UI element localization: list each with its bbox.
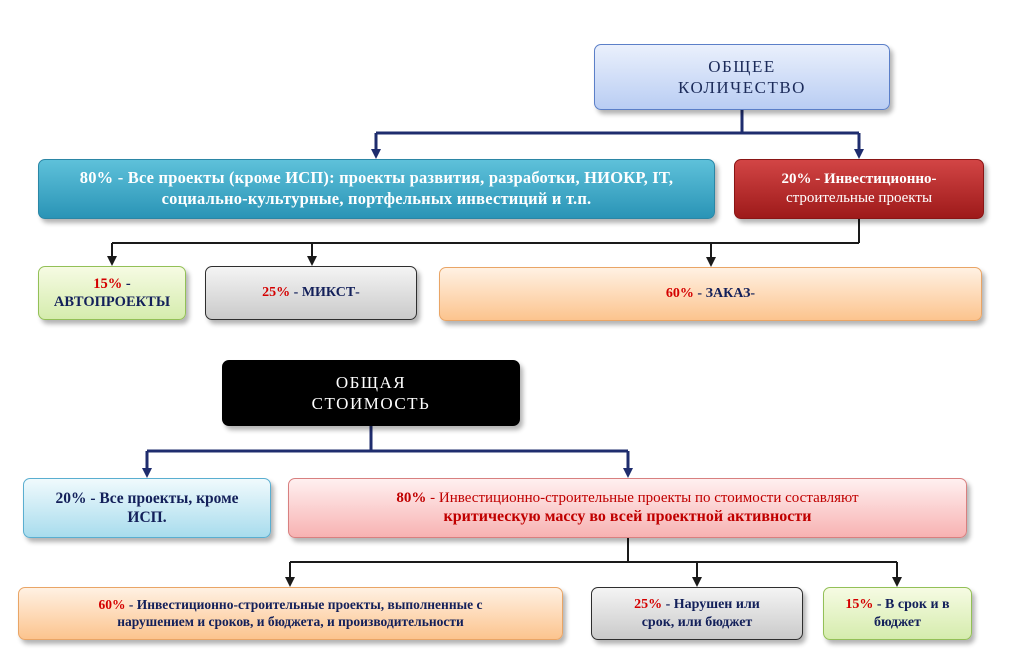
violated-one-text1: - Нарушен или: [662, 597, 760, 612]
on-time-line1: 15% - В срок и в: [845, 596, 949, 614]
auto-projects-dash: -: [122, 275, 131, 292]
connector-quantity-bottom: [107, 219, 860, 267]
violated-all-text1: - Инвестиционно-строительные проекты, вы…: [125, 596, 483, 612]
total-quantity-box: ОБЩЕЕ КОЛИЧЕСТВО: [594, 44, 890, 110]
mixed-line: 25% - МИКСТ-: [262, 284, 360, 302]
mixed-pct: 25%: [262, 285, 291, 301]
mixed-box: 25% - МИКСТ-: [205, 266, 417, 320]
invest-construction-qty-line1: 20% - Инвестиционно-: [782, 170, 937, 189]
order-box: 60% - ЗАКАЗ-: [439, 267, 982, 321]
violated-one-line1: 25% - Нарушен или: [634, 596, 760, 614]
on-time-line2: бюджет: [873, 614, 922, 630]
all-projects-text1: - Все проекты (кроме ИСП): проекты разви…: [113, 168, 674, 188]
on-time-pct: 15%: [845, 597, 874, 612]
violated-one-line2: срок, или бюджет: [641, 614, 753, 630]
total-quantity-title-line2: КОЛИЧЕСТВО: [678, 78, 806, 97]
cost-all-except-line2: ИСП.: [127, 509, 167, 526]
violated-all-box: 60% - Инвестиционно-строительные проекты…: [18, 587, 563, 640]
auto-projects-box: 15% - АВТОПРОЕКТЫ: [38, 266, 186, 320]
auto-projects-pct: 15%: [93, 275, 123, 292]
cost-all-except-box: 20% - Все проекты, кроме ИСП.: [23, 478, 271, 538]
connector-cost-top: [142, 426, 633, 478]
total-cost-title-line1: ОБЩАЯ: [335, 372, 407, 392]
connector-quantity-top: [371, 110, 864, 159]
all-projects-box: 80% - Все проекты (кроме ИСП): проекты р…: [38, 159, 715, 219]
violated-all-line2: нарушением и сроков, и бюджета, и произв…: [117, 613, 464, 629]
invest-construction-cost-line2: критическую массу во всей проектной акти…: [443, 508, 812, 526]
order-pct: 60%: [665, 286, 694, 302]
connector-cost-bottom: [285, 538, 902, 587]
violated-one-box: 25% - Нарушен или срок, или бюджет: [591, 587, 803, 640]
on-time-text1: - В срок и в: [873, 597, 950, 612]
all-projects-pct: 80%: [79, 168, 114, 188]
total-cost-box: ОБЩАЯ СТОИМОСТЬ: [222, 360, 520, 426]
invest-construction-qty-text1: - Инвестиционно-: [811, 171, 937, 188]
order-line: 60% - ЗАКАЗ-: [666, 285, 755, 303]
invest-construction-cost-text1: - Инвестиционно-строительные проекты по …: [426, 489, 859, 506]
violated-all-pct: 60%: [98, 596, 126, 612]
cost-all-except-line1: 20% - Все проекты, кроме: [55, 489, 239, 507]
invest-construction-cost-line1: 80% - Инвестиционно-строительные проекты…: [396, 489, 858, 508]
violated-one-pct: 25%: [634, 597, 663, 612]
all-projects-line1: 80% - Все проекты (кроме ИСП): проекты р…: [80, 168, 673, 189]
invest-construction-cost-pct: 80%: [396, 489, 427, 506]
violated-all-line1: 60% - Инвестиционно-строительные проекты…: [98, 597, 482, 614]
mixed-label: - МИКСТ-: [290, 285, 360, 301]
order-label: - ЗАКАЗ-: [693, 286, 756, 302]
on-time-box: 15% - В срок и в бюджет: [823, 587, 972, 640]
invest-construction-qty-box: 20% - Инвестиционно- строительные проект…: [734, 159, 984, 219]
invest-construction-qty-line2: строительные проекты: [785, 190, 933, 206]
invest-construction-qty-pct: 20%: [781, 171, 812, 188]
total-cost-title-line2: СТОИМОСТЬ: [311, 394, 431, 413]
auto-projects-line1: 15% -: [93, 275, 130, 293]
invest-construction-cost-box: 80% - Инвестиционно-строительные проекты…: [288, 478, 967, 538]
auto-projects-label: АВТОПРОЕКТЫ: [53, 294, 171, 310]
all-projects-line2: социально-культурные, портфельных инвест…: [161, 189, 592, 208]
total-quantity-title-line1: ОБЩЕЕ: [708, 56, 776, 76]
